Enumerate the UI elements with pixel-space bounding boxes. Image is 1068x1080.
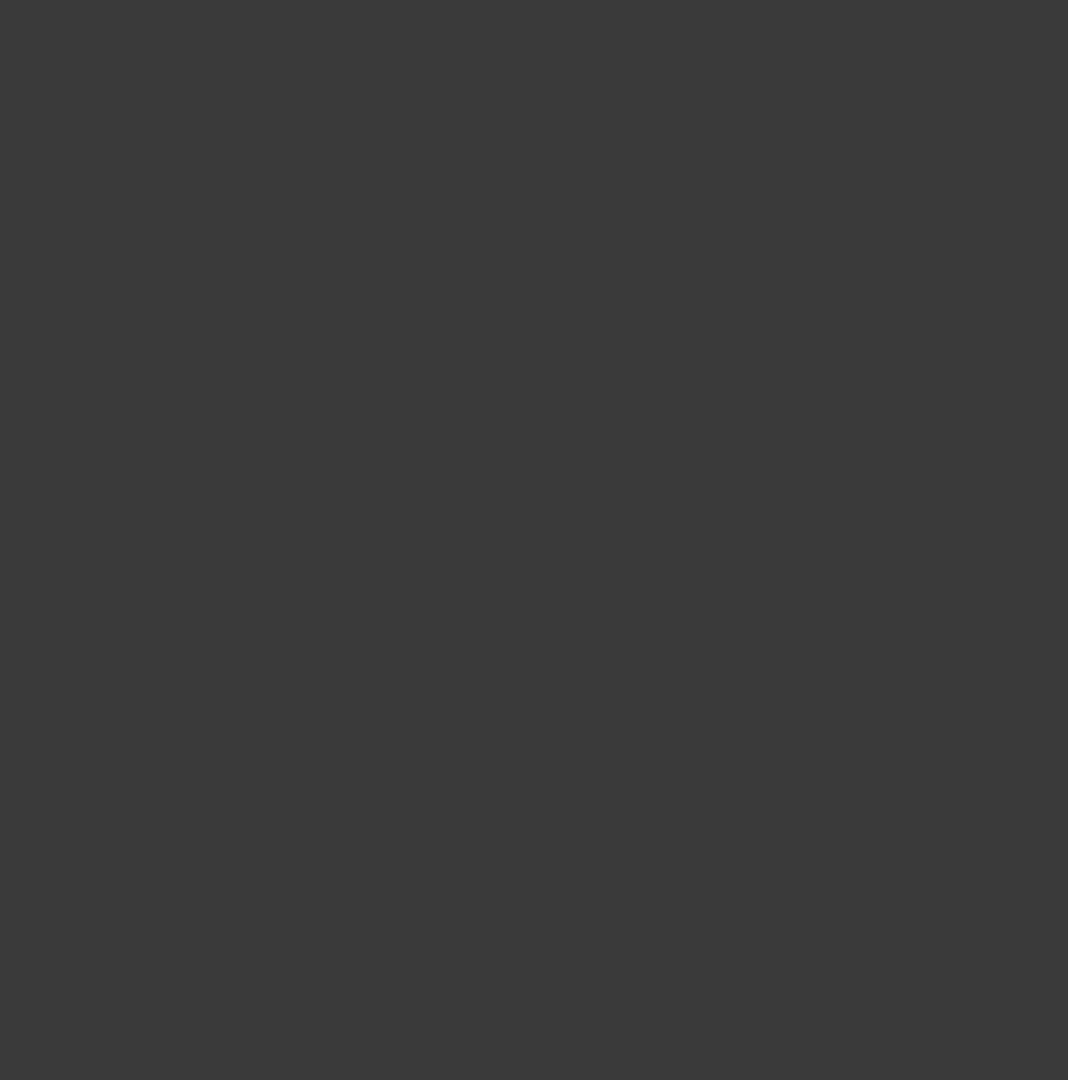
uv-wireframe-svg: [0, 0, 1068, 1080]
uv-editor-canvas[interactable]: [0, 0, 1068, 1080]
